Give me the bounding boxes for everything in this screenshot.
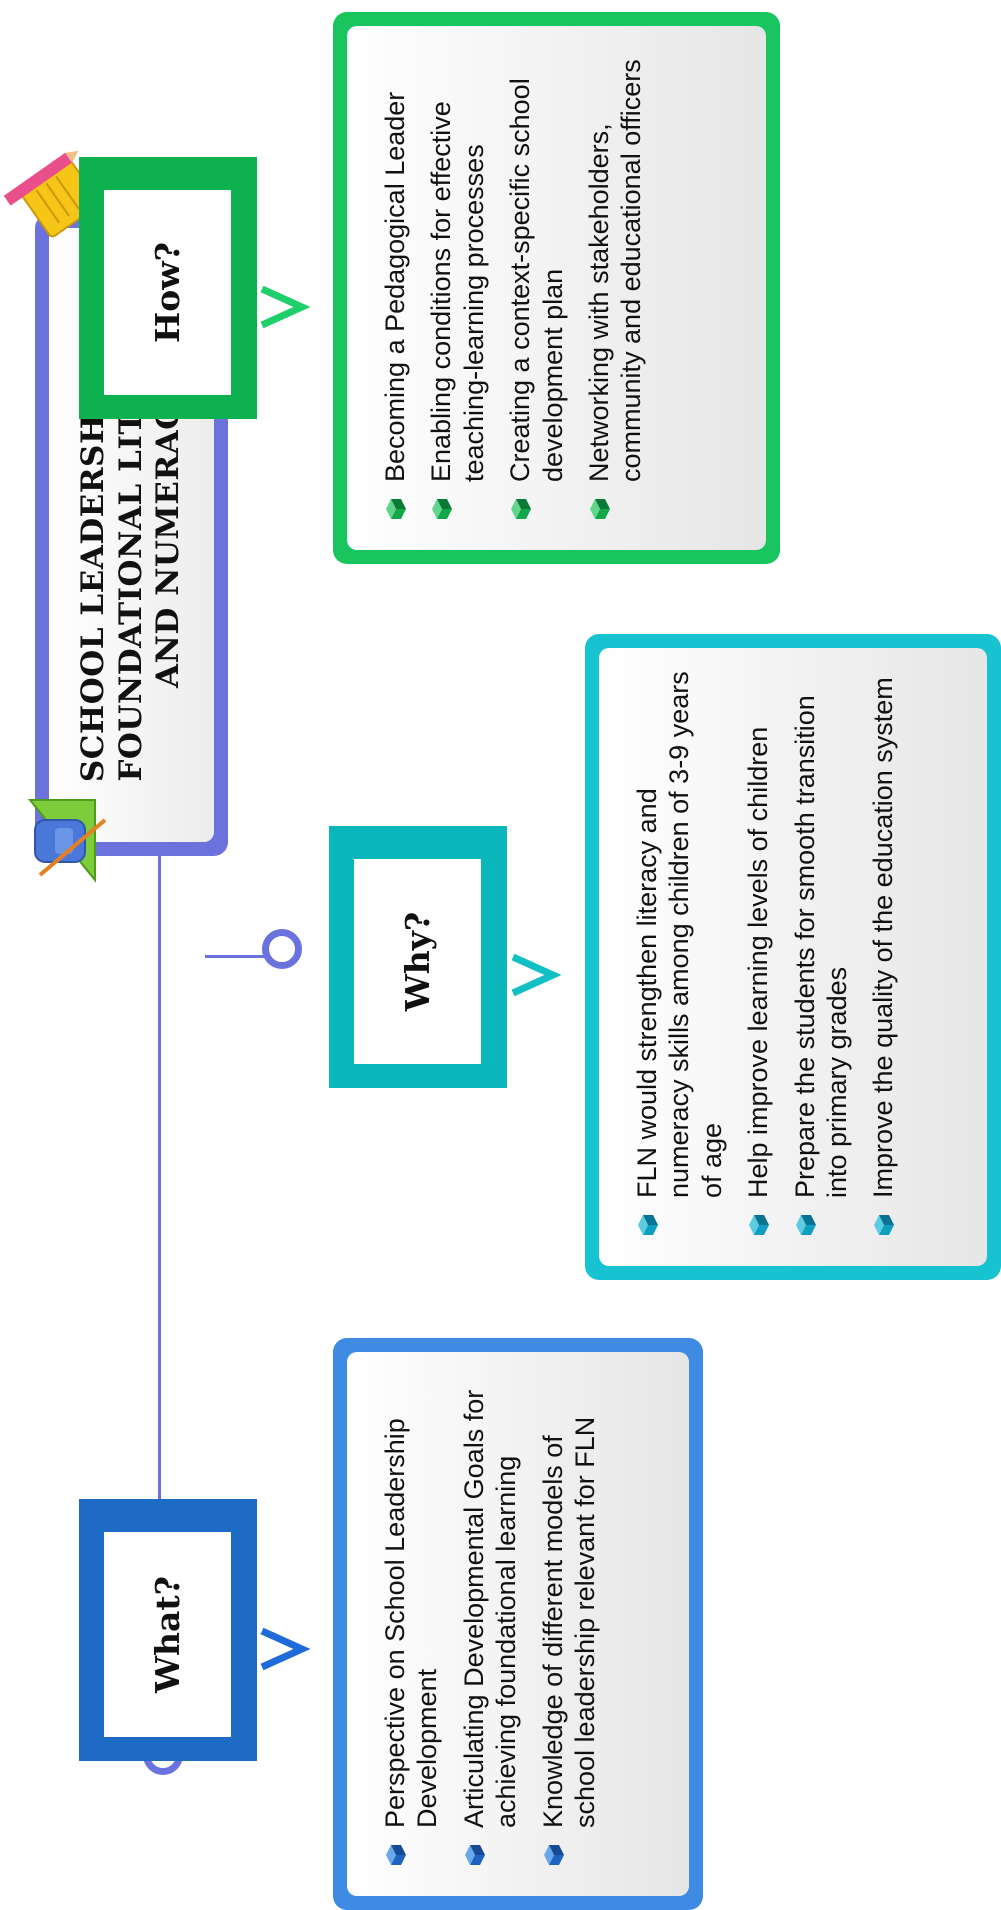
list-item: Help improve learning levels of children: [742, 668, 774, 1238]
why-list: FLN would strengthen literacy and numera…: [631, 668, 914, 1238]
list-item: Perspective on School Leadership Develop…: [379, 1372, 444, 1868]
why-content-box: FLN would strengthen literacy and numera…: [585, 634, 1001, 1280]
list-item: Becoming a Pedagogical Leader: [379, 46, 411, 522]
how-label-box: How?: [79, 157, 257, 419]
list-item: Improve the quality of the education sys…: [867, 668, 899, 1238]
how-content-inner: Becoming a Pedagogical Leader Enabling c…: [347, 26, 766, 550]
cube-bullet-icon: [874, 1215, 895, 1235]
why-label: Why?: [398, 911, 437, 1012]
how-content-box: Becoming a Pedagogical Leader Enabling c…: [333, 12, 780, 564]
cube-bullet-icon: [638, 1215, 658, 1235]
chevron-right-icon: [260, 1627, 311, 1671]
cube-bullet-icon: [386, 499, 406, 519]
why-content-inner: FLN would strengthen literacy and numera…: [599, 648, 987, 1266]
how-label-inner: How?: [104, 190, 231, 395]
what-content-inner: Perspective on School Leadership Develop…: [347, 1352, 689, 1896]
list-item: Articulating Developmental Goals for ach…: [458, 1372, 523, 1868]
backpack-ruler-icon: [27, 799, 107, 883]
cube-bullet-icon: [749, 1215, 770, 1235]
cube-bullet-icon: [464, 1845, 485, 1865]
list-item: FLN would strengthen literacy and numera…: [631, 668, 728, 1238]
why-label-inner: Why?: [354, 859, 481, 1064]
list-item: Knowledge of different models of school …: [537, 1372, 602, 1868]
connector-node-why: [262, 929, 302, 969]
chevron-right-icon: [260, 285, 311, 329]
what-list: Perspective on School Leadership Develop…: [379, 1372, 615, 1868]
what-label: What?: [148, 1576, 187, 1694]
cube-bullet-icon: [432, 499, 453, 519]
list-item: Enabling conditions for effective teachi…: [425, 46, 490, 522]
what-content-box: Perspective on School Leadership Develop…: [333, 1338, 703, 1910]
cube-bullet-icon: [795, 1215, 816, 1235]
cube-bullet-icon: [386, 1845, 406, 1865]
cube-bullet-icon: [589, 499, 610, 519]
cube-bullet-icon: [543, 1845, 564, 1865]
list-item: Networking with stakeholders, community …: [583, 46, 648, 522]
list-item: Creating a context-specific school devel…: [504, 46, 569, 522]
cube-bullet-icon: [511, 499, 532, 519]
list-item: Prepare the students for smooth transiti…: [789, 668, 854, 1238]
what-label-box: What?: [79, 1499, 257, 1761]
why-label-box: Why?: [329, 826, 507, 1088]
chevron-right-icon: [511, 953, 562, 997]
how-list: Becoming a Pedagogical Leader Enabling c…: [379, 46, 662, 522]
how-label: How?: [148, 242, 187, 343]
what-label-inner: What?: [104, 1532, 231, 1737]
